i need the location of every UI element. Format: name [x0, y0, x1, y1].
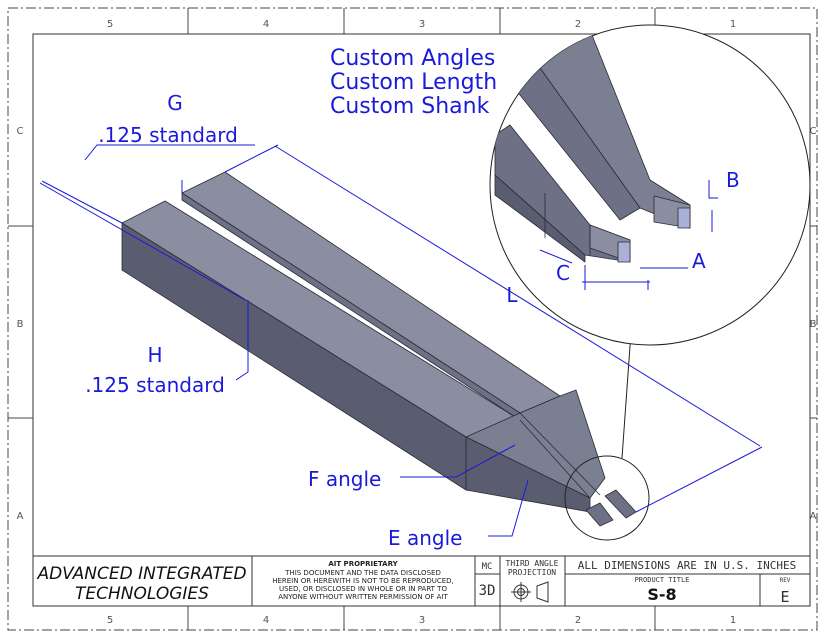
mc-value: 3D [479, 583, 496, 599]
zone-col-5-top: 5 [107, 19, 113, 30]
h-label: H [147, 343, 162, 367]
dim-c-label: C [556, 261, 570, 285]
zone-col-2-top: 2 [575, 19, 581, 30]
angle-leaders [400, 444, 529, 537]
zone-col-2-bottom: 2 [575, 615, 581, 626]
taper-edge-line [519, 412, 601, 496]
company-name-line1: ADVANCED INTEGRATED [36, 564, 246, 584]
zone-col-1-top: 1 [730, 19, 736, 30]
outer-border [7, 7, 818, 631]
lower-tip [585, 502, 614, 527]
zone-row-b-right: B [810, 319, 817, 330]
product-title: S-8 [647, 585, 676, 604]
detail-callout-circle [564, 455, 650, 541]
mc-label: MC [482, 562, 493, 572]
zone-col-3-bottom: 3 [419, 615, 425, 626]
proprietary-line-4: ANYONE WITHOUT WRITTEN PERMISSION OF AIT [278, 593, 448, 601]
product-title-label: PRODUCT TITLE [635, 576, 690, 584]
zone-col-3-top: 3 [419, 19, 425, 30]
zone-row-c-right: C [810, 126, 817, 137]
custom-angles-text: Custom Angles [330, 46, 495, 71]
detail-dimensions [539, 180, 718, 290]
custom-length-text: Custom Length [330, 70, 497, 95]
proprietary-line-2: HEREIN OR HEREWITH IS NOT TO BE REPRODUC… [272, 577, 454, 585]
proprietary-line-1: THIS DOCUMENT AND THE DATA DISCLOSED [284, 569, 441, 577]
custom-shank-text: Custom Shank [330, 94, 490, 119]
proprietary-title: AIT PROPRIETARY [328, 560, 398, 568]
units-note: ALL DIMENSIONS ARE IN U.S. INCHES [578, 559, 797, 572]
projection-line-1: THIRD ANGLE [506, 559, 559, 568]
main-dimensions [39, 144, 763, 513]
rev-value: E [780, 588, 789, 606]
upper-tip [604, 489, 637, 519]
zone-row-a-right: A [810, 511, 817, 522]
dim-a-label: A [692, 249, 706, 273]
zone-col-4-bottom: 4 [263, 615, 269, 626]
zone-ticks [8, 8, 817, 630]
detail-view-part [494, 29, 691, 263]
title-block: ADVANCED INTEGRATED TECHNOLOGIES AIT PRO… [32, 555, 811, 607]
projection-line-2: PROJECTION [508, 568, 556, 577]
proprietary-line-3: USED, OR DISCLOSED IN WHOLE OR IN PART T… [279, 585, 447, 593]
g-standard: .125 standard [98, 123, 238, 147]
l-label: L [506, 283, 518, 307]
zone-labels: 5 4 3 2 1 5 4 3 2 1 C B A C B A [17, 19, 817, 626]
zone-col-1-bottom: 1 [730, 615, 736, 626]
main-part [121, 171, 637, 527]
company-name-line2: TECHNOLOGIES [75, 584, 209, 604]
g-label: G [167, 91, 183, 115]
dim-b-label: B [726, 168, 740, 192]
zone-row-a-left: A [17, 511, 24, 522]
detail-custom-notes: Custom Angles Custom Length Custom Shank [330, 46, 497, 119]
zone-col-5-bottom: 5 [107, 615, 113, 626]
h-standard: .125 standard [85, 373, 225, 397]
zone-row-c-left: C [17, 126, 24, 137]
e-angle-label: E angle [388, 526, 462, 550]
taper-edge-line-2 [519, 419, 591, 499]
zone-col-4-top: 4 [263, 19, 269, 30]
third-angle-projection-icon [511, 581, 549, 603]
zone-row-b-left: B [17, 319, 24, 330]
rev-label: REV [780, 577, 791, 584]
f-angle-label: F angle [308, 467, 381, 491]
